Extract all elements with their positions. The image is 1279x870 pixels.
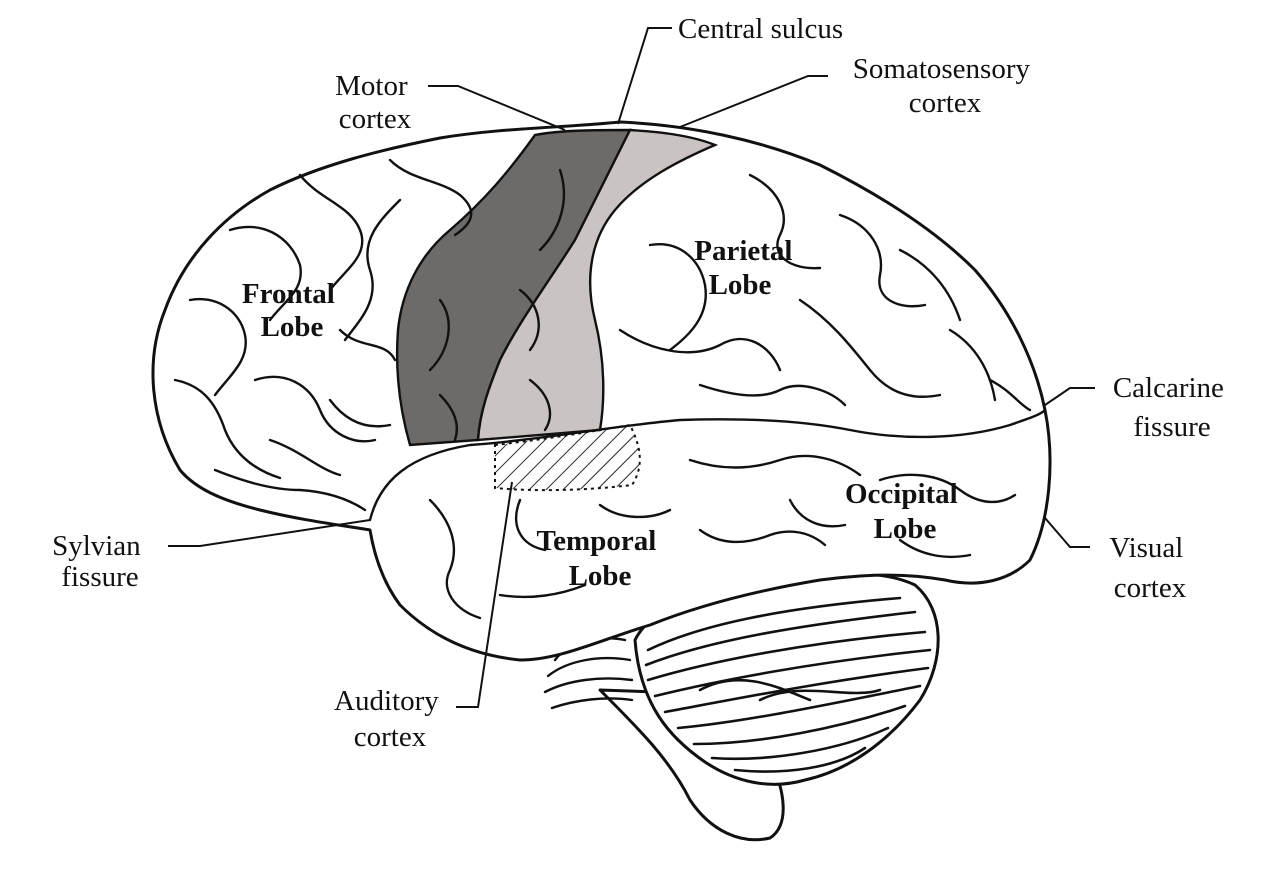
label-parietal-lobe: Parietal Lobe — [694, 235, 799, 301]
leader-lines — [168, 27, 1095, 708]
cortex-folds — [173, 158, 1032, 620]
auditory-cortex-region — [494, 423, 641, 492]
label-motor-cortex: Motor cortex — [335, 70, 415, 135]
somatosensory-cortex-region — [476, 128, 719, 442]
label-somatosensory-cortex: Somatosensory cortex — [853, 53, 1037, 119]
label-calcarine-fissure: Calcarine fissure — [1113, 372, 1231, 443]
label-occipital-lobe: Occipital Lobe — [845, 478, 965, 545]
cerebellum-folia — [644, 596, 932, 773]
label-central-sulcus: Central sulcus — [678, 13, 843, 45]
label-sylvian-fissure: Sylvian fissure — [52, 530, 148, 593]
temporal-lobe-boundary — [368, 408, 1047, 522]
label-auditory-cortex: Auditory cortex — [334, 685, 446, 753]
label-temporal-lobe: Temporal Lobe — [536, 525, 663, 592]
label-visual-cortex: Visual cortex — [1109, 532, 1190, 604]
label-frontal-lobe: Frontal Lobe — [242, 278, 342, 343]
